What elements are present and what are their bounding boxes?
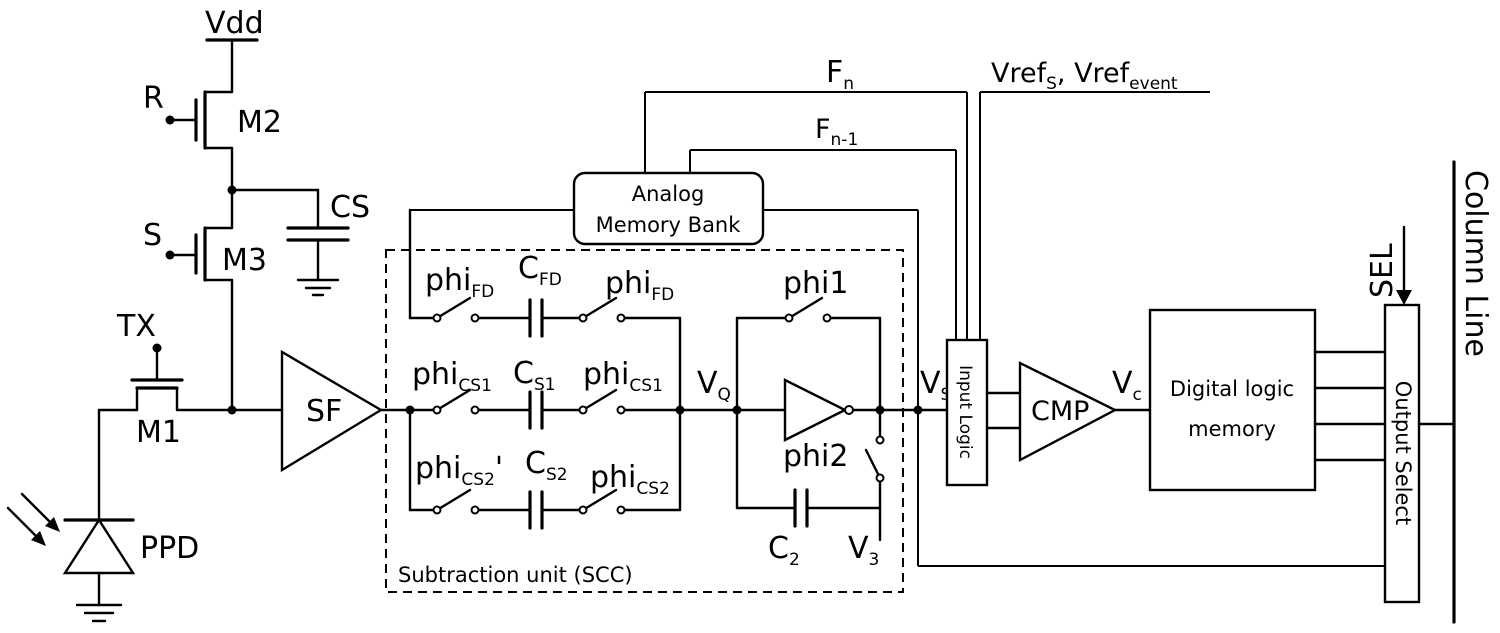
m2-label: M2 bbox=[237, 105, 282, 140]
sf-label: SF bbox=[306, 394, 342, 429]
phi1-label: phi1 bbox=[783, 266, 848, 301]
input-logic-label: Input Logic bbox=[955, 365, 975, 459]
ppd-label: PPD bbox=[140, 531, 199, 566]
sel-label: SEL bbox=[1365, 243, 1400, 298]
cs1-branch bbox=[432, 388, 682, 430]
phi1-switch bbox=[735, 296, 882, 412]
column-line-label: Column Line bbox=[1458, 170, 1493, 357]
scc-amplifier bbox=[783, 378, 923, 442]
vdd-label: Vdd bbox=[205, 6, 264, 41]
vc-label: Vc bbox=[1112, 366, 1142, 405]
subtraction-unit-label: Subtraction unit (SCC) bbox=[398, 563, 633, 587]
fn-label: Fn bbox=[826, 55, 854, 94]
s-label: S bbox=[143, 218, 162, 253]
photodiode-ppd bbox=[62, 517, 136, 623]
vdd-rail bbox=[205, 38, 259, 94]
output-select-label: Output Select bbox=[1391, 381, 1415, 525]
digital-logic-line2: memory bbox=[1188, 417, 1276, 441]
digital-to-output-bus bbox=[1313, 350, 1387, 462]
source-follower-sf bbox=[227, 349, 412, 473]
memory-bus-wires bbox=[410, 91, 1385, 567]
cs2-label: CS2 bbox=[525, 446, 568, 485]
phi2-switch bbox=[864, 408, 885, 542]
light-arrows-icon bbox=[6, 492, 60, 546]
phi-cs2-left-label: phiCS2' bbox=[415, 451, 503, 490]
phi-cs1-right-label: phiCS1 bbox=[583, 357, 663, 396]
r-label: R bbox=[143, 81, 164, 116]
input-logic-block bbox=[945, 338, 989, 487]
fn1-label: Fn-1 bbox=[815, 114, 858, 150]
phi-fd-left-label: phiFD bbox=[425, 263, 494, 302]
cs-capacitor bbox=[227, 185, 350, 297]
subtraction-unit-box bbox=[385, 249, 904, 593]
cfd-label: CFD bbox=[518, 251, 562, 290]
m1-label: M1 bbox=[136, 415, 181, 450]
transistor-m3 bbox=[165, 188, 234, 412]
comparator-cmp bbox=[985, 361, 1152, 462]
analog-memory-line1: Analog bbox=[632, 182, 705, 206]
digital-logic-memory-block bbox=[1148, 308, 1317, 492]
cmp-label: CMP bbox=[1031, 396, 1089, 427]
c2-label: C2 bbox=[768, 531, 800, 570]
phi-cs2-right-label: phiCS2 bbox=[590, 460, 670, 499]
sel-input-arrow bbox=[1396, 225, 1412, 305]
analog-memory-line2: Memory Bank bbox=[596, 213, 742, 237]
transistor-m1 bbox=[97, 343, 234, 522]
phi-fd-right-label: phiFD bbox=[605, 266, 674, 305]
cs-label: CS bbox=[330, 190, 370, 225]
fd-branch bbox=[432, 296, 682, 338]
cs2-branch bbox=[432, 488, 682, 530]
m3-label: M3 bbox=[222, 243, 267, 278]
analog-memory-bank bbox=[572, 171, 765, 246]
vq-label: VQ bbox=[697, 366, 731, 405]
transistor-m2 bbox=[165, 90, 234, 192]
column-line bbox=[1417, 160, 1456, 624]
v3-label: V3 bbox=[848, 531, 879, 570]
output-select-block bbox=[1383, 303, 1421, 604]
vref-label: VrefS, Vrefevent bbox=[991, 58, 1178, 94]
cs1-label: CS1 bbox=[513, 356, 556, 395]
phi-cs1-left-label: phiCS1 bbox=[412, 357, 492, 396]
phi2-label: phi2 bbox=[783, 439, 848, 474]
c2-capacitor bbox=[735, 408, 882, 528]
vq-node bbox=[675, 316, 787, 512]
tx-label: TX bbox=[116, 309, 156, 344]
digital-logic-line1: Digital logic bbox=[1170, 377, 1294, 401]
